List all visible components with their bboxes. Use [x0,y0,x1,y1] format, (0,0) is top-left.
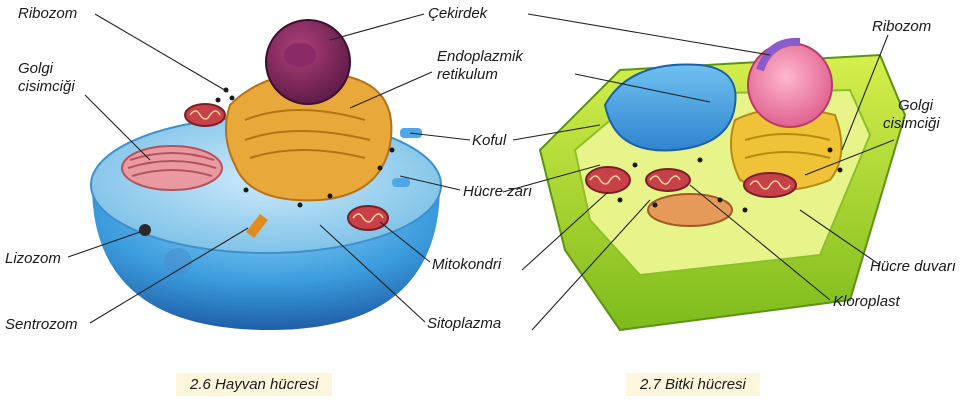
label-endoplazmik-line1: Endoplazmik [437,48,523,65]
label-endoplazmik-line2: retikulum [437,66,498,83]
label-golgi-right-line2: cisimciği [883,115,940,132]
label-golgi-right-line1: Golgi [898,97,933,114]
animal-cell-illustration [91,20,441,330]
caption-plant-cell: 2.7 Bitki hücresi [626,373,760,396]
label-ribozom-left: Ribozom [18,5,77,22]
label-koful: Koful [472,132,506,149]
label-golgi-left-line2: cisimciği [18,78,75,95]
label-kloroplast: Kloroplast [833,293,900,310]
nucleus-left-shape [266,20,350,104]
caption-animal-cell: 2.6 Hayvan hücresi [176,373,332,396]
lysosome-shape [139,224,151,236]
label-cekirdek: Çekirdek [428,5,487,22]
label-ribozom-right: Ribozom [872,18,931,35]
label-hucre-duvari: Hücre duvarı [870,258,956,275]
nucleus-right-shape [748,42,832,127]
label-sitoplazma: Sitoplazma [427,315,501,332]
label-golgi-left-line1: Golgi [18,60,53,77]
label-hucre-zari: Hücre zarı [463,183,532,200]
label-mitokondri: Mitokondri [432,256,501,273]
golgi-left-shape [122,146,222,190]
label-sentrozom: Sentrozom [5,316,78,333]
plant-cell-illustration [540,42,905,330]
label-lizozom: Lizozom [5,250,61,267]
